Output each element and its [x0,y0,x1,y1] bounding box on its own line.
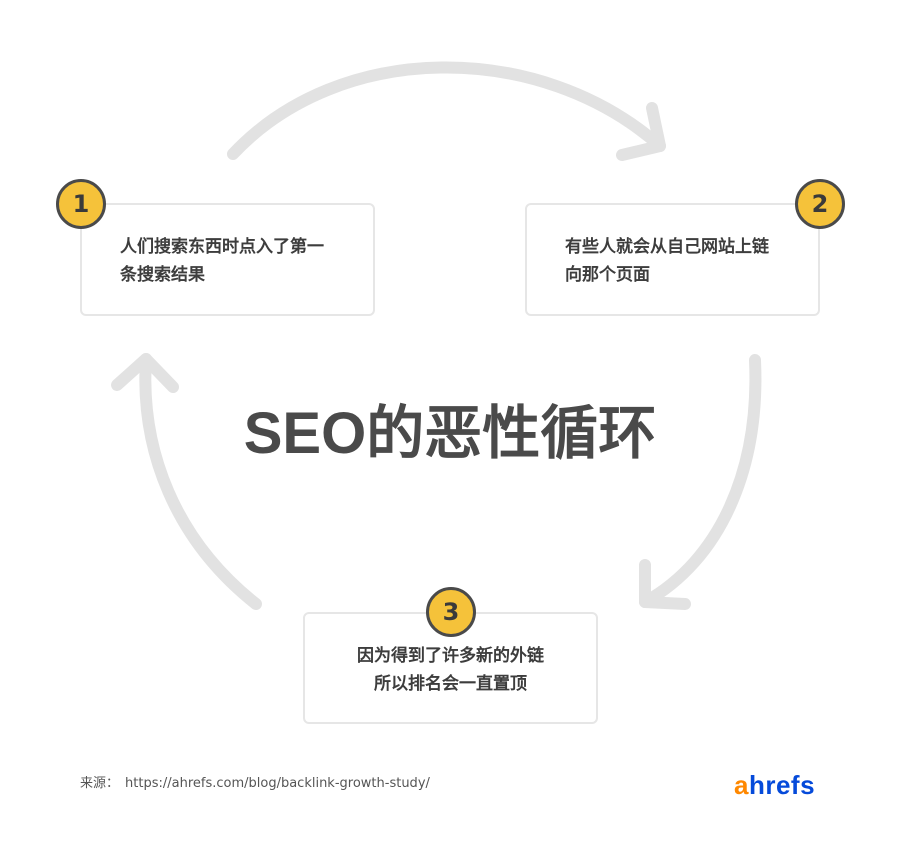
logo-first-letter: a [734,770,749,800]
source-citation: 来源： https://ahrefs.com/blog/backlink-grow… [80,774,430,794]
step-2-line-1: 有些人就会从自己网站上链 [565,237,769,257]
arrow-1-to-2-head-icon [616,102,666,161]
step-card-2: 有些人就会从自己网站上链 向那个页面 [525,203,820,316]
step-card-1: 人们搜索东西时点入了第一 条搜索结果 [80,203,375,316]
arrow-1-to-2-icon [227,61,666,160]
logo-rest: hrefs [748,770,816,800]
diagram-title: SEO的恶性循环 [243,401,657,466]
arrow-2-to-3-head-icon [639,559,691,610]
arrow-3-to-1-head-icon [111,353,179,393]
step-1-number-badge: 1 [56,179,106,229]
step-3-number-badge: 3 [426,587,476,637]
step-2-text: 有些人就会从自己网站上链 向那个页面 [565,233,805,289]
arrow-2-to-3-icon [639,354,762,608]
ahrefs-logo: ahrefs [734,768,815,802]
step-1-line-2: 条搜索结果 [120,265,205,285]
step-2-line-2: 向那个页面 [565,265,650,285]
step-card-3: 因为得到了许多新的外链 所以排名会一直置顶 [303,612,598,724]
source-url: https://ahrefs.com/blog/backlink-growth-… [125,776,430,791]
step-3-text: 因为得到了许多新的外链 所以排名会一直置顶 [305,642,596,698]
source-label: 来源： [80,776,120,791]
step-3-line-1: 因为得到了许多新的外链 [357,646,544,666]
step-1-text: 人们搜索东西时点入了第一 条搜索结果 [120,233,360,289]
step-2-number-badge: 2 [795,179,845,229]
arrow-3-to-1-icon [139,353,262,610]
step-3-line-2: 所以排名会一直置顶 [374,674,527,694]
step-1-line-1: 人们搜索东西时点入了第一 [120,237,324,257]
